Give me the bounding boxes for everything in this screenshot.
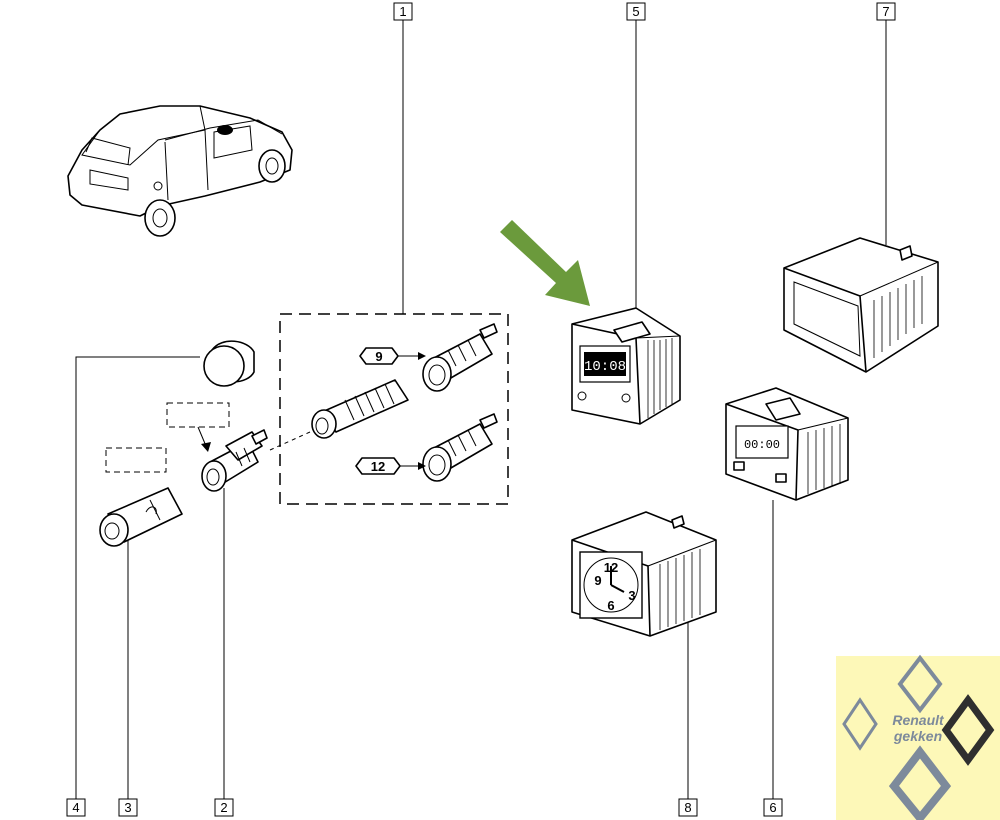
svg-text:9: 9 [375,349,382,364]
socket-9 [422,323,498,392]
callout-2: 2 [214,798,234,817]
svg-text:3: 3 [628,588,635,603]
renault-logo-icons [842,654,995,820]
watermark-line1: Renault [892,712,944,728]
svg-text:10:08: 10:08 [584,359,626,375]
callout-7: 7 [876,2,896,21]
svg-text:8: 8 [684,800,691,815]
svg-text:3: 3 [124,800,131,815]
part-4-cap [203,340,255,387]
car-illustration [67,105,293,237]
watermark-panel [836,656,1000,820]
svg-text:6: 6 [607,598,614,613]
cigar-lighter-element [269,379,409,451]
watermark-text: Renault gekken [886,712,950,744]
part-2-socket [166,402,268,492]
callout-5: 5 [626,2,646,21]
watermark-line2: gekken [893,728,943,744]
variant-tag-9: 9 [359,347,426,365]
svg-text:00:00: 00:00 [744,438,780,452]
svg-text:9: 9 [594,573,601,588]
socket-12 [422,413,498,482]
leader-lines [75,20,887,799]
callout-3: 3 [118,798,138,817]
part-7-blank-bezel [783,237,939,373]
svg-text:12: 12 [371,459,385,474]
svg-text:5: 5 [632,4,639,19]
part-1-frame: 9 12 [269,313,509,505]
part-3-lighter-body [99,447,183,547]
callout-8: 8 [678,798,698,817]
svg-text:2: 2 [220,800,227,815]
svg-text:7: 7 [882,4,889,19]
part-8-analog-clock: 12 3 6 9 [571,511,717,637]
variant-tag-12: 12 [355,457,426,475]
part-6-digital-clock: 00:00 [725,387,849,501]
callout-6: 6 [763,798,783,817]
svg-text:6: 6 [769,800,776,815]
callout-4: 4 [66,798,86,817]
svg-text:4: 4 [72,800,79,815]
part-5-digital-clock: 10:08 [571,307,681,425]
svg-text:1: 1 [399,4,406,19]
callout-1: 1 [393,2,413,21]
green-pointer-arrow [500,220,590,306]
